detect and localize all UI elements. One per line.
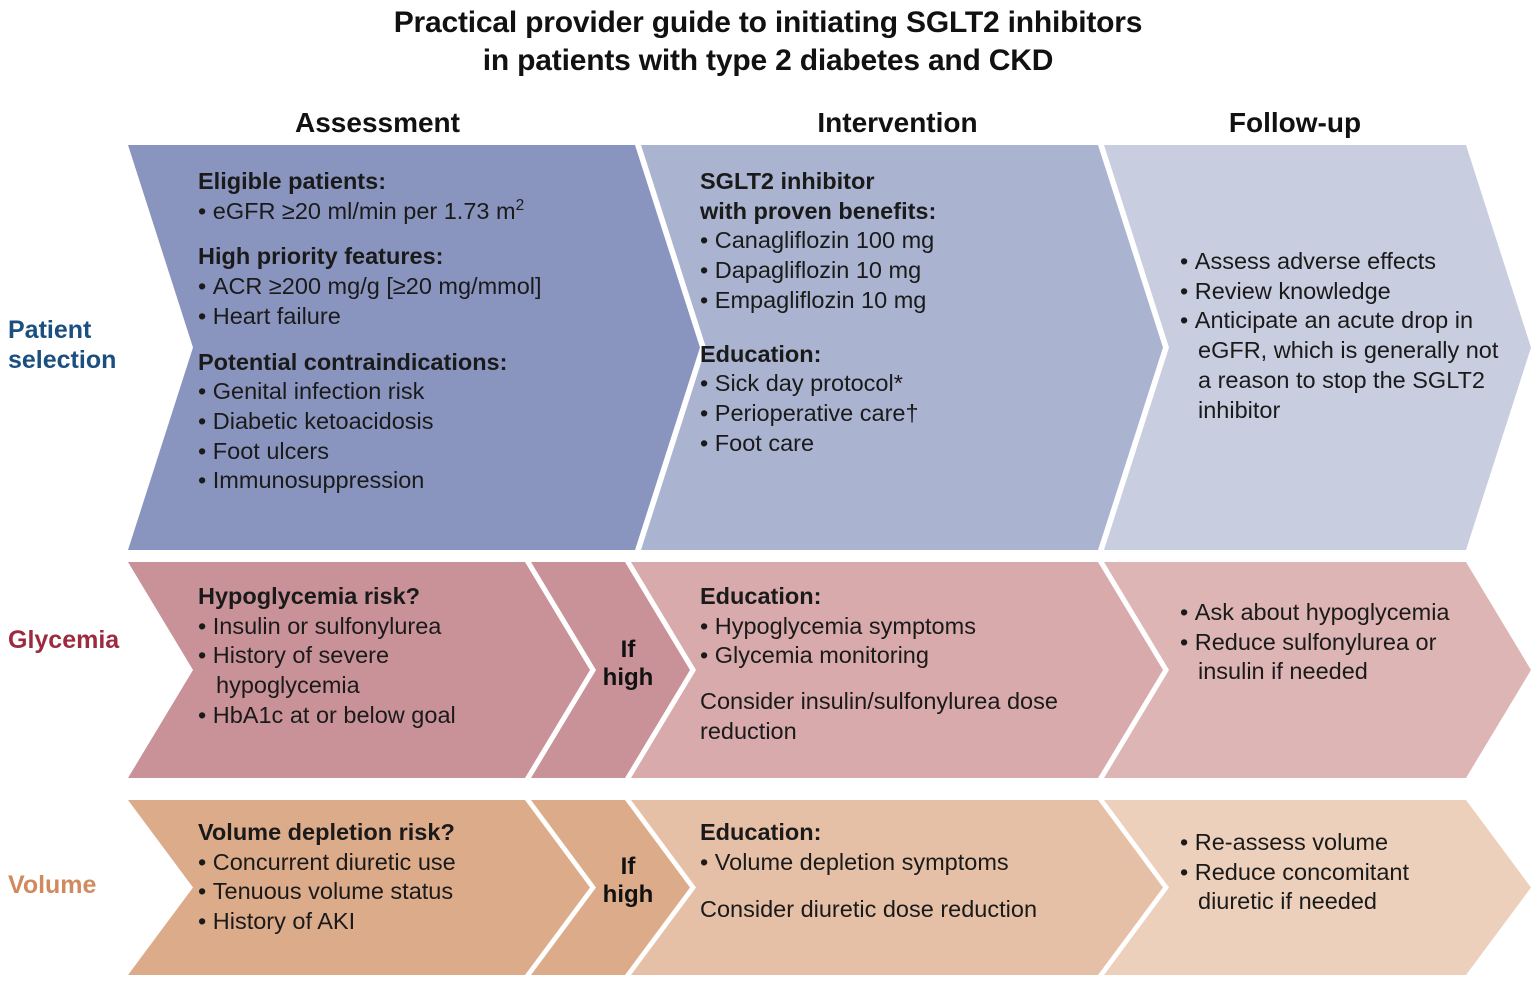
- chevron-row3-followup: [1104, 800, 1531, 975]
- chevron-row2-intervention: [631, 562, 1163, 778]
- heading: Education:: [700, 819, 822, 845]
- heading: High priority features:: [198, 243, 444, 270]
- bullet: • Foot ulcers: [198, 437, 330, 464]
- bullet: • Concurrent diuretic use: [198, 848, 456, 875]
- bullet: • Ask about hypoglycemia: [1180, 599, 1450, 625]
- bullet: • Insulin or sulfonylurea: [198, 612, 442, 639]
- chevron-row3-connector: [531, 800, 690, 975]
- row2-assessment-text: Hypoglycemia risk? • Insulin or sulfonyl…: [198, 582, 538, 731]
- column-header-assessment: Assessment: [295, 107, 460, 138]
- bullet: • Reduce concomitant diuretic if needed: [1180, 858, 1409, 915]
- bullet: • History of AKI: [198, 908, 356, 935]
- plain-text: Consider insulin/sulfonylurea dose reduc…: [700, 688, 1058, 744]
- row2-intervention-text: Education: • Hypoglycemia symptoms • Gly…: [700, 582, 1120, 747]
- column-header-followup: Follow-up: [1228, 107, 1362, 138]
- chevron-row2-assessment: [128, 562, 590, 778]
- row1-followup-text: • Assess adverse effects • Review knowle…: [1180, 247, 1500, 425]
- bullet: • Canagliflozin 100 mg: [700, 227, 935, 254]
- row1-assessment-text: Eligible patients: • eGFR ≥20 ml/min per…: [198, 167, 628, 496]
- chevron-row2-connector: [531, 562, 690, 778]
- heading: Volume depletion risk?: [198, 819, 455, 845]
- chevron-row1-intervention: [641, 145, 1163, 550]
- column-header-intervention: Intervention: [817, 107, 978, 138]
- bullet: • ACR ≥200 mg/g [≥20 mg/mmol]: [198, 273, 542, 300]
- title-line-2: in patients with type 2 diabetes and CKD: [482, 44, 1054, 78]
- chevron-row2-followup: [1104, 562, 1531, 778]
- heading: Hypoglycemia risk?: [198, 583, 421, 609]
- bullet: • Immunosuppression: [198, 467, 425, 494]
- connector-label-volume: If high: [602, 853, 654, 908]
- connector-label-glycemia: If high: [602, 636, 654, 691]
- bullet: • Reduce sulfonylurea or insulin if need…: [1180, 628, 1437, 685]
- bullet: • HbA1c at or below goal: [198, 701, 456, 728]
- bullet: • Foot care: [700, 429, 815, 456]
- heading: Education:: [700, 340, 822, 367]
- heading: Education:: [700, 583, 822, 609]
- chevron-row3-intervention: [631, 800, 1163, 975]
- chevron-row1-assessment: [128, 145, 700, 550]
- row-label-volume: Volume: [8, 871, 138, 901]
- bullet: • History of severe hypoglycemia: [198, 642, 390, 699]
- bullet: • Volume depletion symptoms: [700, 848, 1009, 875]
- row-label-line-1: Patient: [8, 316, 92, 344]
- bullet: • Sick day protocol*: [700, 370, 903, 397]
- title-line-1: Practical provider guide to initiating S…: [393, 6, 1143, 39]
- bullet: • Diabetic ketoacidosis: [198, 408, 434, 435]
- row3-intervention-text: Education: • Volume depletion symptoms C…: [700, 818, 1120, 925]
- bullet: • Assess adverse effects: [1180, 248, 1436, 274]
- bullet: • Dapagliflozin 10 mg: [700, 257, 922, 284]
- row-label-patient-selection: Patient selection: [8, 316, 138, 375]
- bullet: • Hypoglycemia symptoms: [700, 612, 976, 639]
- bullet: • Genital infection risk: [198, 378, 425, 405]
- bullet: • eGFR ≥20 ml/min per 1.73 m2: [198, 196, 525, 224]
- bullet: • Review knowledge: [1180, 277, 1391, 304]
- page-title: Practical provider guide to initiating S…: [0, 4, 1536, 80]
- row3-assessment-text: Volume depletion risk? • Concurrent diur…: [198, 818, 538, 937]
- bullet: • Glycemia monitoring: [700, 642, 929, 669]
- row-label-line-1: Volume: [8, 871, 97, 899]
- heading: Eligible patients:: [198, 168, 387, 194]
- heading: Potential contraindications:: [198, 348, 508, 375]
- bullet: • Perioperative care†: [700, 400, 919, 427]
- chevron-row1-followup: [1104, 145, 1531, 550]
- bullet: • Re-assess volume: [1180, 829, 1389, 855]
- row-label-glycemia: Glycemia: [8, 626, 138, 656]
- bullet: • Empagliflozin 10 mg: [700, 286, 927, 313]
- row3-followup-text: • Re-assess volume • Reduce concomitant …: [1180, 828, 1480, 917]
- bullet: • Tenuous volume status: [198, 878, 454, 905]
- plain-text: Consider diuretic dose reduction: [700, 896, 1038, 923]
- chevron-row3-assessment: [128, 800, 590, 975]
- row-label-line-2: selection: [8, 345, 117, 374]
- row-label-line-1: Glycemia: [8, 626, 120, 654]
- bullet: • Anticipate an acute drop in eGFR, whic…: [1180, 307, 1499, 423]
- row2-followup-text: • Ask about hypoglycemia • Reduce sulfon…: [1180, 598, 1480, 687]
- bullet: • Heart failure: [198, 302, 341, 329]
